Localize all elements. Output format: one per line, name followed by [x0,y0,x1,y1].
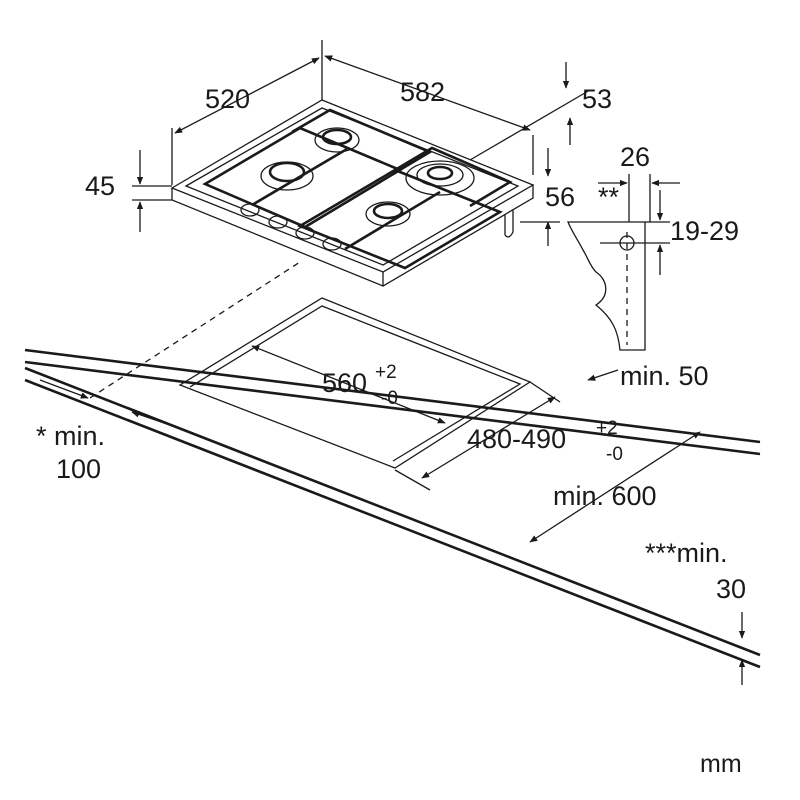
label-depth-below: 56 [545,182,575,212]
label-profile-marker: ** [598,182,620,212]
hob-inner-trim [184,107,520,266]
dimension-depth [174,57,320,134]
burner-rear-right-wok [405,160,475,196]
pan-supports [202,108,513,270]
label-side-clearance-line1: * min. [36,421,105,451]
dimension-side-clearance [39,379,89,399]
control-knobs [240,203,342,251]
label-cutout-width-tol-minus: -0 [381,388,398,409]
hob-drawing [170,99,535,287]
label-profile-thickness: 19-29 [670,216,739,246]
label-height: 45 [85,171,115,201]
gas-connector [504,210,514,238]
dimension-cutout-width [251,345,446,424]
label-unit: mm [700,750,742,778]
dimension-rear-clearance [587,369,619,381]
label-rear-clearance: min. 50 [620,361,709,391]
label-cutout-width: 560 [322,368,367,398]
label-width: 582 [400,77,445,107]
burner-front-right [365,201,411,227]
label-cutout-depth: 480-490 [467,424,566,454]
label-depth: 520 [205,84,250,114]
label-side-clearance-line2: 100 [56,454,101,484]
label-profile-gap: 26 [620,142,650,172]
cutout-dimensions [39,345,746,685]
cutout [89,261,532,469]
hob-dimensions [132,40,591,246]
label-side-offset: 53 [582,84,612,114]
label-front-clearance-line1: ***min. [645,538,728,568]
label-cutout-depth-tol-minus: -0 [606,444,623,465]
dimension-width [324,55,531,131]
burner-front-left [260,161,314,191]
hob-projection-line [89,261,301,399]
label-worktop-depth: min. 600 [553,481,657,511]
labels: 582 520 53 45 56 26 ** 19-29 560 +2 -0 4… [36,77,746,778]
label-cutout-width-tol-plus: +2 [375,362,397,383]
dimension-worktop-depth [529,431,701,543]
label-front-clearance-line2: 30 [716,574,746,604]
worktop-front-edge [24,366,761,657]
profile-section [567,221,646,351]
label-cutout-depth-tol-plus: +2 [596,418,618,439]
dimension-cutout-depth [421,396,556,479]
burner-rear-left [314,127,360,153]
worktop-profile-detail [567,174,680,351]
